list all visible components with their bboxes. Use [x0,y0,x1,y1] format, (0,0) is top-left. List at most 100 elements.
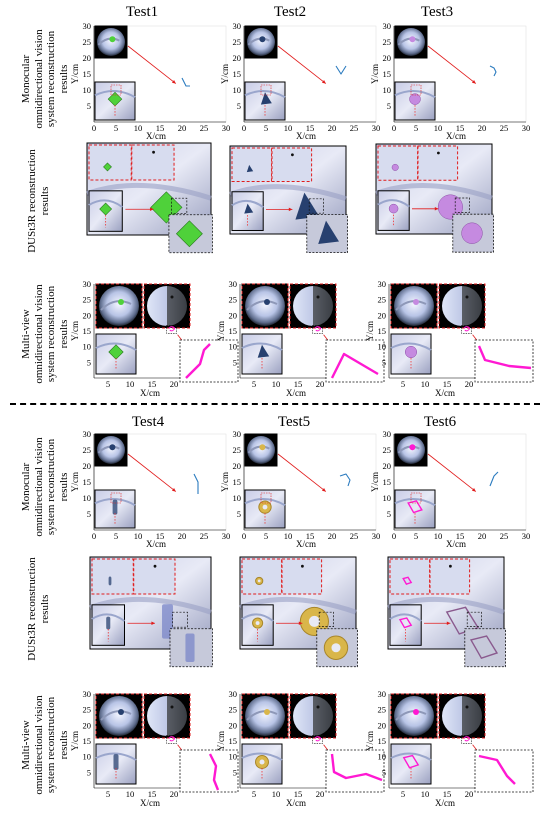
multi-panel-test4-ylabel: Y/cm [70,731,80,751]
test6-title: Test6 [423,414,457,430]
row-label-monocular-top: Monocular omnidirectional vision system … [20,29,70,129]
multi-panel-test1-view-a-object [118,299,124,305]
dust3r-panel-test3-inset-object [388,203,399,214]
mono-panel-test2-ytick-10: 10 [233,85,242,95]
multi-panel-test6-zoom-trajectory [478,754,516,785]
multi-panel-test3-xtick-5: 5 [401,379,405,389]
multi-panel-test5-ytick-30: 30 [229,689,238,699]
mono-panel-test4-arrow [127,453,177,492]
multi-panel-test4-scene-ridge [95,752,137,761]
mono-panel-test1-ytick-10: 10 [83,85,92,95]
mono-panel-test2-scene-marker [260,84,272,96]
multi-panel-test2-view-a-horizon [246,300,278,311]
dust3r-panel-test5-ref-object-hole [257,579,261,583]
multi-panel-test6-xtick-15: 15 [443,789,452,799]
mono-panel-test6-fisheye-lens [397,436,425,464]
multi-panel-test5-xtick-15: 15 [294,789,303,799]
mono-panel-test2-trajectory [335,65,347,75]
multi-panel-test3-ytick-30: 30 [378,279,387,289]
dust3r-panel-test5-ref-right [281,558,323,595]
multi-panel-test6-ytick-25: 25 [378,705,387,715]
multi-panel-test3-view-a-border [390,283,438,329]
mono-panel-test5-arrow-head [321,488,326,492]
multi-panel-test4-traj-marker [166,735,177,744]
multi-panel-test5-zoom-callout [325,749,385,793]
dust3r-panel-test4-svg [89,556,213,668]
dust3r-panel-test6-ref-object [402,576,413,585]
multi-panel-test3-xtick-10: 10 [421,379,430,389]
multi-panel-test5-xtick-5: 5 [252,789,256,799]
mono-panel-test5-xtick-0: 0 [242,531,246,541]
multi-panel-test4-view-b-lens [147,696,187,736]
multi-panel-test2-view-a-lens [245,286,285,326]
mono-panel-test6-scene-ridge [394,498,436,507]
multi-panel-test2-xtick-15: 15 [294,379,303,389]
multi-panel-test1-trajectory [168,326,176,332]
multi-panel-test6-xtick-10: 10 [421,789,430,799]
multi-panel-test2-scene-ridge [241,342,283,351]
multi-panel-test3-scene-ridge [390,342,432,351]
mono-panel-test5-scene-marker [260,492,272,504]
multi-panel-test1-xtick-20: 20 [170,379,179,389]
mono-panel-test4-scene-marker [110,492,122,504]
mono-panel-test1-xtick-30: 30 [222,123,231,133]
mono-panel-test6-ytick-10: 10 [383,493,392,503]
dust3r-panel-test5-inset-object-hole [255,621,260,626]
dust3r-panel-test3-reconstruction [437,194,463,220]
multi-panel-test2-zoom-callout [325,339,385,383]
mono-panel-test5-xtick-25: 25 [350,531,359,541]
mono-panel-test2-scene-object [260,92,272,105]
dust3r-panel-test1-ridge [86,182,212,201]
mono-panel-test4-arrow-head [171,488,176,492]
multi-panel-test4-view-b-border [143,693,191,739]
multi-panel-test1-ytick-15: 15 [83,326,92,336]
mono-panel-test4-trajectory [193,473,199,494]
mono-panel-test2-xtick-10: 10 [284,123,293,133]
multi-panel-test1-ylabel: Y/cm [70,321,80,341]
dust3r-panel-test6-ref-right [429,558,471,595]
mono-panel-test3-xlabel: X/cm [446,131,466,141]
multi-panel-test2-ytick-15: 15 [229,326,238,336]
mono-panel-test1-xtick-25: 25 [200,123,209,133]
mono-panel-test5-ytick-25: 25 [233,445,242,455]
mono-panel-test5-trajectory [339,473,351,487]
multi-panel-test3-ytick-25: 25 [378,295,387,305]
multi-panel-test1-traj-marker [166,325,177,334]
mono-panel-test5-ytick-20: 20 [233,461,242,471]
mono-panel-test6-trajectory [489,471,499,487]
mono-panel-test5-xtick-5: 5 [264,531,268,541]
mono-panel-test3-xtick-20: 20 [478,123,487,133]
multi-panel-test4-view-a-object [118,709,124,715]
multi-panel-test5-xtick-10: 10 [272,789,281,799]
multi-panel-test4-ytick-15: 15 [83,736,92,746]
mono-panel-test4-ytick-25: 25 [83,445,92,455]
mono-panel-test3-xtick-30: 30 [522,123,531,133]
mono-panel-test1-ylabel: Y/cm [70,64,80,84]
mono-panel-test3-ytick-15: 15 [383,69,392,79]
dust3r-panel-test5-zoom-object-hole [331,643,341,653]
dust3r-panel-test5-zoom-marker [318,611,334,627]
dust3r-panel-test3-ref-right [417,145,459,181]
mono-panel-test5-fisheye-lens [247,436,275,464]
multi-panel-test5-ytick-15: 15 [229,736,238,746]
test5-title: Test5 [277,414,311,430]
mono-panel-test2-ytick-25: 25 [233,37,242,47]
multi-panel-test3-view-a-horizon [395,300,427,311]
mono-panel-test3-xtick-15: 15 [456,123,465,133]
multi-panel-test3-view-b-dot [465,295,469,299]
multi-panel-test6-view-b-border [438,693,486,739]
multi-panel-test4-ytick-20: 20 [83,720,92,730]
dust3r-panel-test2-svg [229,145,349,254]
multi-panel-test4-view-a-horizon [100,710,132,721]
multi-panel-test4-xlabel: X/cm [140,798,160,808]
multi-panel-test3-view-b-lens [442,286,482,326]
multi-panel-test2-scene-object [257,344,270,358]
mono-panel-test3-ytick-5: 5 [387,101,391,111]
multi-panel-test2-ylabel: Y/cm [216,321,226,341]
dust3r-panel-test1-inset-ridge [88,199,123,208]
multi-panel-test2-view-b-dot [316,295,320,299]
mono-panel-test6-arrow [427,453,477,492]
dust3r-panel-test4 [89,556,215,679]
